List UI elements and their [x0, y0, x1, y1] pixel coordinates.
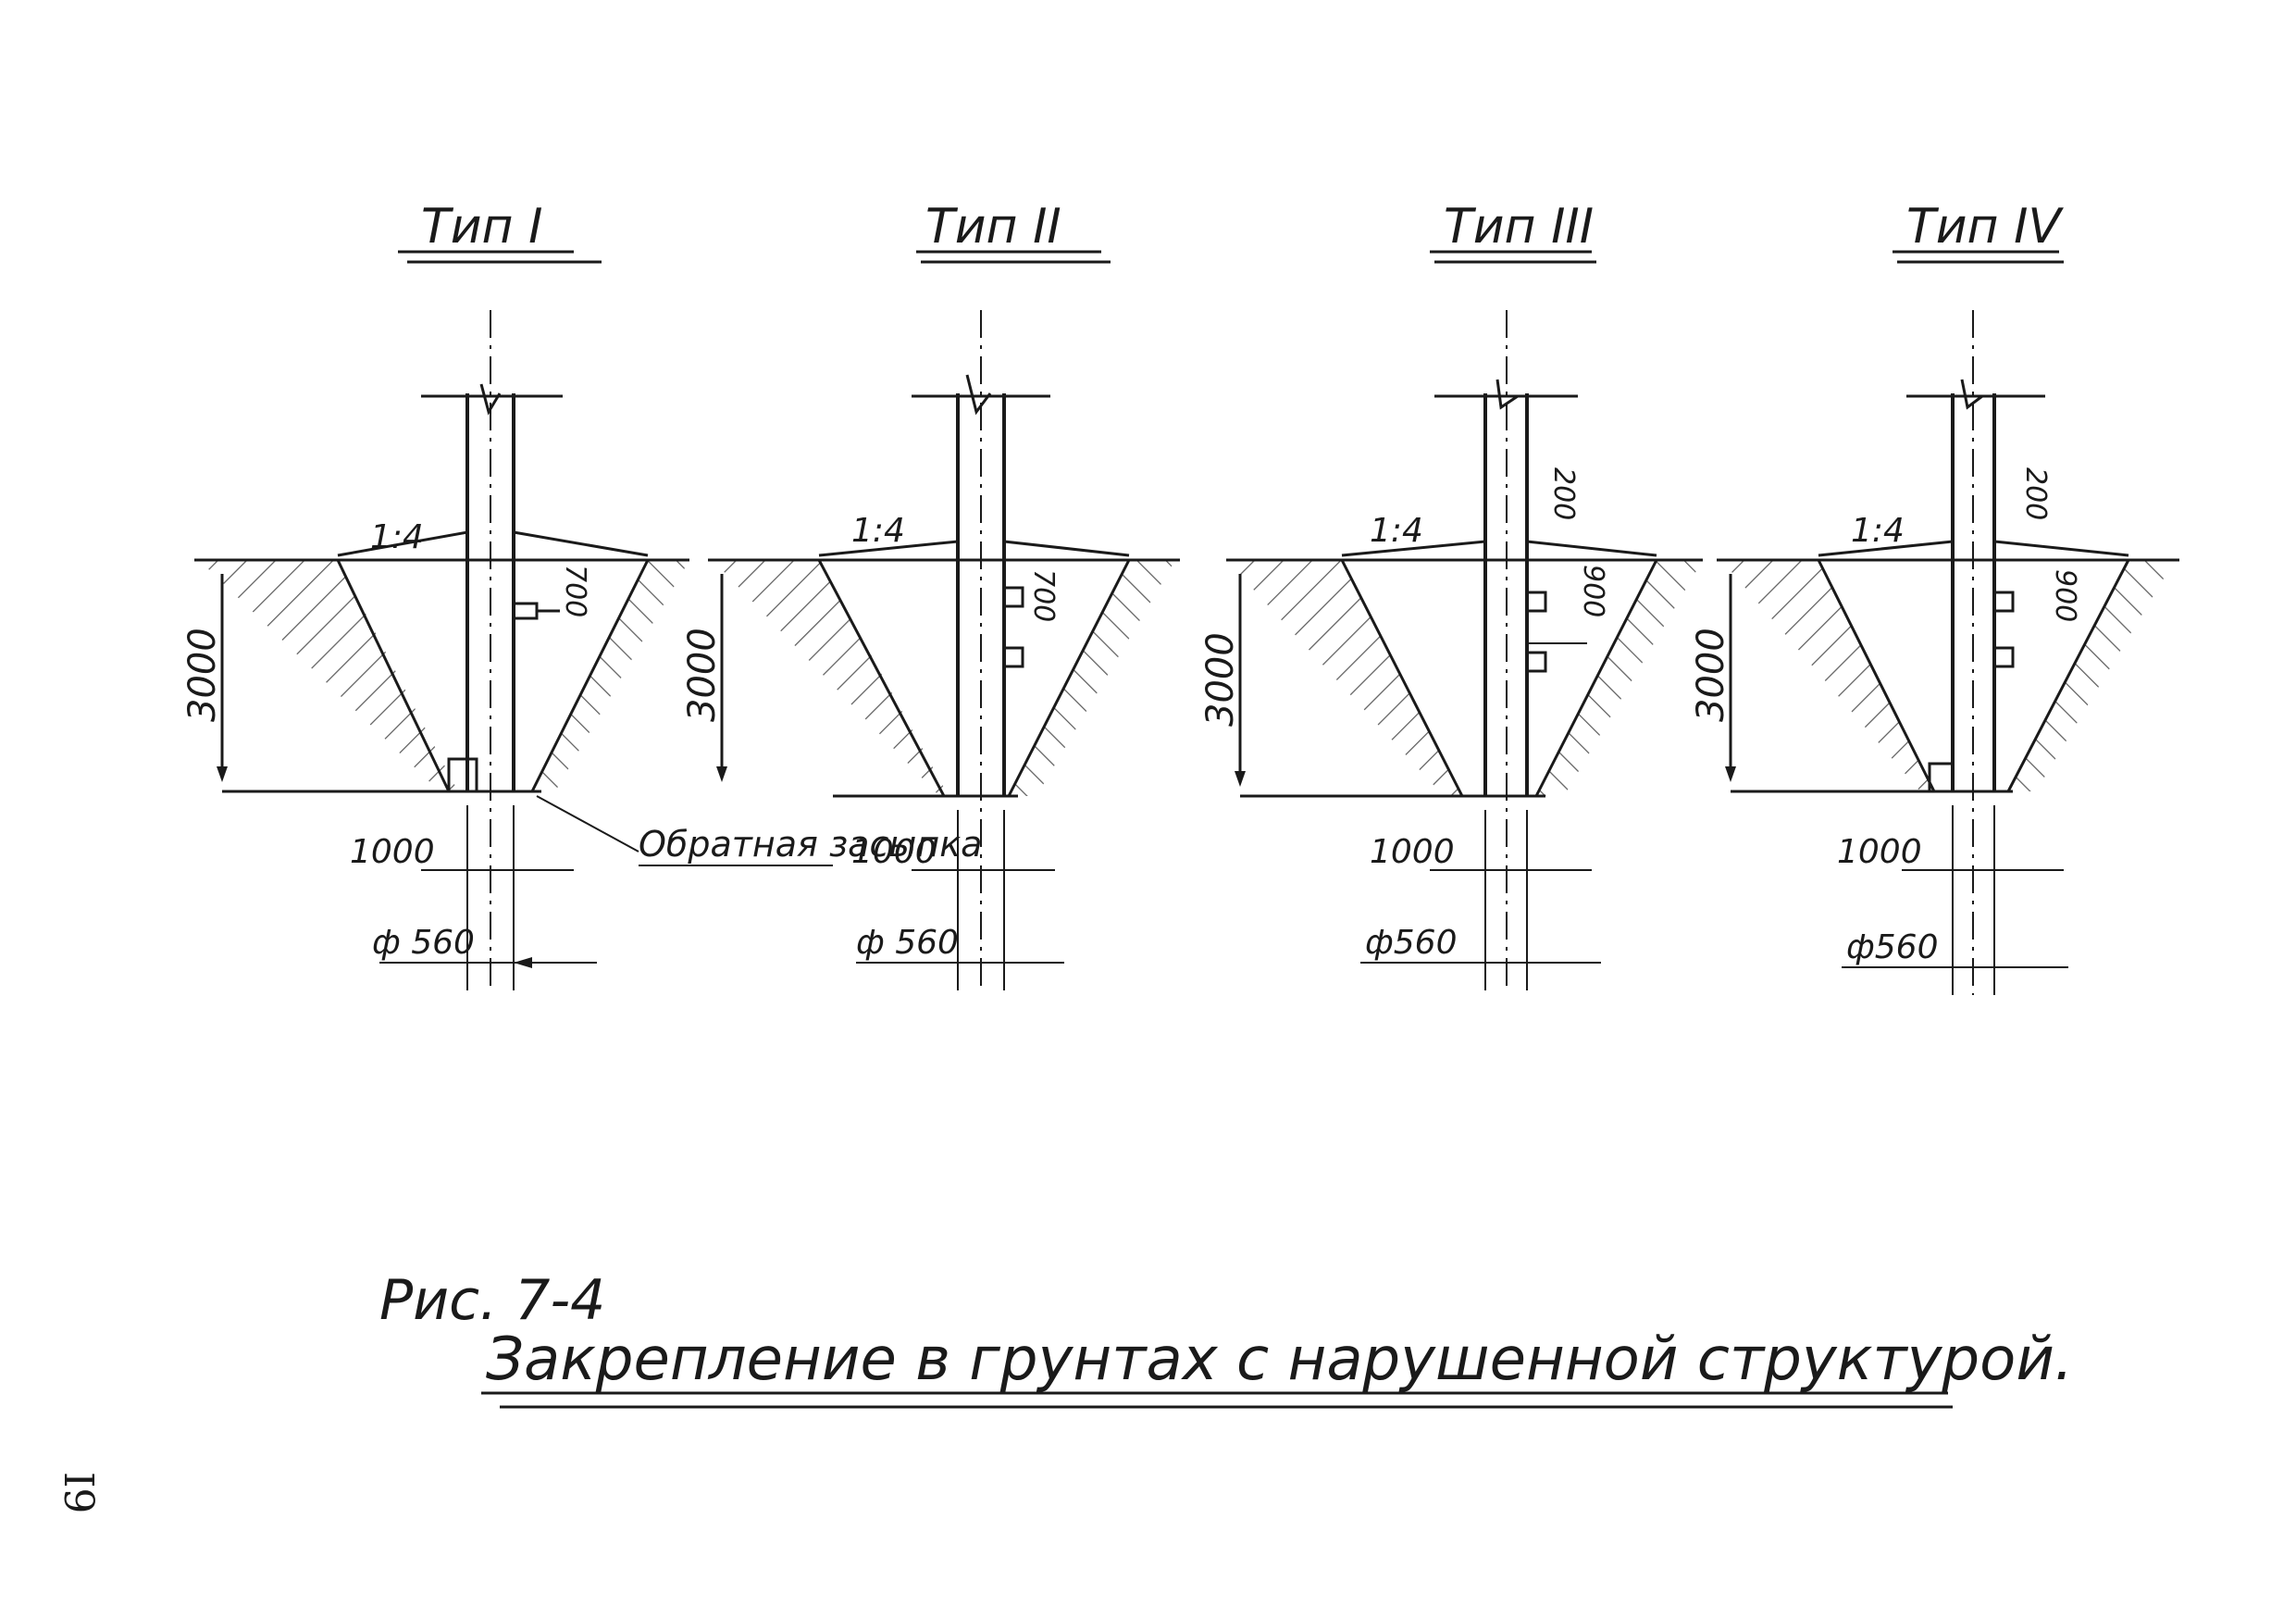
- type-2-slope: 1:4: [851, 512, 905, 550]
- type-4-title: Тип IV: [1906, 199, 2064, 255]
- type-1-note: Обратная засыпка: [639, 824, 982, 865]
- type-3-anchor-offset: 900: [1577, 565, 1609, 617]
- type-3-title: Тип III: [1444, 199, 1594, 255]
- type-4-diameter: ф560: [1846, 928, 1939, 966]
- ground-hatch-left: [1721, 560, 1934, 791]
- ground-hatch-right: [1536, 560, 1703, 796]
- ground-hatch-left: [713, 560, 949, 796]
- type-1-bottom-width: 1000: [350, 833, 435, 871]
- type-3-slope: 1:4: [1370, 512, 1423, 550]
- type-1-depth: 3000: [181, 628, 224, 722]
- type-2-anchor-offset: 700: [1027, 569, 1060, 622]
- type-4-slope: 1:4: [1851, 512, 1905, 550]
- type-1-anchor-offset: 700: [559, 565, 591, 617]
- ground-hatch-left: [199, 560, 458, 791]
- type-4-bottom-width: 1000: [1837, 833, 1922, 871]
- type-1-diameter: ф 560: [372, 924, 475, 962]
- ground-hatch-left: [1226, 560, 1462, 796]
- type-3-diameter: ф560: [1365, 924, 1458, 962]
- type-4-anchor-offset-top: 200: [2019, 467, 2052, 520]
- type-3-section: Тип III 3000 1:4 200 900 1000 ф560: [1199, 199, 1703, 990]
- ground-hatch-right: [1009, 560, 1175, 796]
- type-3-bottom-width: 1000: [1370, 833, 1455, 871]
- ground-hatch-right: [2008, 560, 2175, 791]
- ground-hatch-right: [532, 560, 689, 791]
- type-3-depth: 3000: [1199, 632, 1242, 727]
- type-1-title: Тип I: [421, 199, 542, 255]
- figure-number: Рис. 7-4: [379, 1268, 605, 1333]
- figure-caption: Закрепление в грунтах с нарушенной струк…: [486, 1326, 2073, 1394]
- type-2-section: Тип II 3000 1:4 700 1000 ф 560: [681, 199, 1180, 990]
- type-2-depth: 3000: [681, 628, 724, 722]
- type-4-anchor-offset: 900: [2049, 569, 2081, 622]
- type-2-title: Тип II: [925, 199, 1061, 255]
- type-4-depth: 3000: [1690, 628, 1732, 722]
- type-3-anchor-offset-top: 200: [1547, 467, 1580, 520]
- type-2-bottom-width: 1000: [851, 833, 937, 871]
- type-1-slope: 1:4: [370, 518, 424, 556]
- type-4-section: Тип IV 3000 1:4 200 900 1000 ф560: [1690, 199, 2179, 995]
- page-number: I9: [55, 1472, 102, 1514]
- type-2-diameter: ф 560: [856, 924, 959, 962]
- type-1-section: Тип I 3000 1:4 700 1000: [181, 199, 982, 990]
